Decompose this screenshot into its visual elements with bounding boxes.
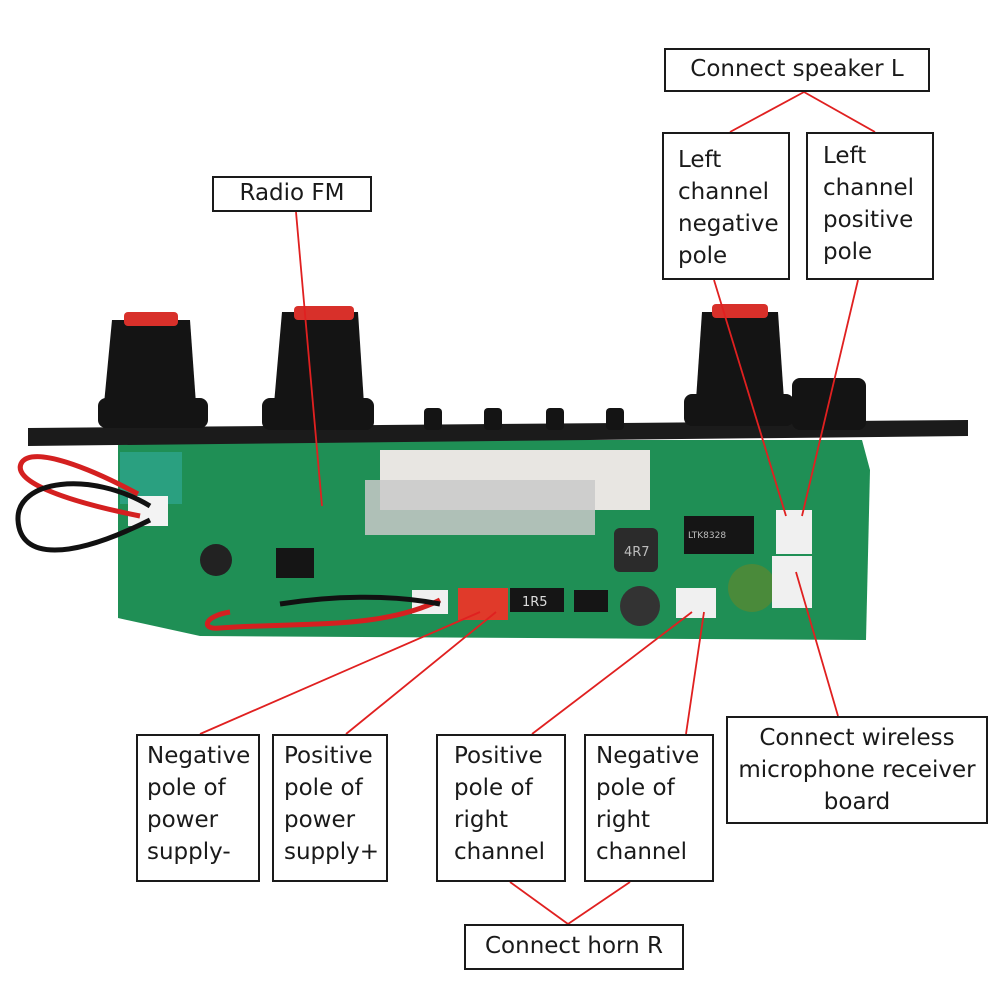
front-panel <box>28 420 968 446</box>
bluetooth-chip <box>276 548 314 578</box>
capacitor-small <box>200 544 232 576</box>
diode <box>574 590 608 612</box>
inductor <box>614 528 658 572</box>
wire-red-bottom <box>205 597 442 631</box>
mic-board-connector <box>772 556 812 608</box>
leader-horn-r-a <box>509 881 569 925</box>
leader-horn-r-b <box>567 881 631 925</box>
label-connect-wireless-microphone: Connect wireless microphone receiver boa… <box>726 716 988 824</box>
label-radio-fm: Radio FM <box>212 176 372 212</box>
tact-buttons <box>424 408 624 430</box>
label-negative-pole-power-supply: Negative pole of power supply- <box>136 734 260 882</box>
capacitor-green <box>728 564 776 612</box>
label-connect-speaker-l: Connect speaker L <box>664 48 930 92</box>
leader-negative-right <box>685 611 705 735</box>
wire-red-left <box>17 454 141 519</box>
label-negative-pole-right-channel: Negative pole of right channel <box>584 734 714 882</box>
leader-wireless-mic <box>795 571 839 717</box>
leader-lines <box>199 91 876 925</box>
volume-knob-left <box>98 312 208 428</box>
ic-audio-marking: LTK8328 <box>688 531 726 541</box>
leader-negative-power <box>199 611 481 735</box>
leader-left-negative <box>713 279 787 517</box>
inductor-marking: 4R7 <box>624 545 650 560</box>
leader-speaker-l-b <box>803 91 876 133</box>
ic-audio <box>684 516 754 554</box>
leader-speaker-l-a <box>729 91 805 133</box>
label-positive-pole-right-channel: Positive pole of right channel <box>436 734 566 882</box>
resistor-marking: 1R5 <box>522 595 548 610</box>
label-connect-horn-r: Connect horn R <box>464 924 684 970</box>
resistor <box>510 588 564 612</box>
wire-black-bottom <box>279 594 441 607</box>
label-positive-pole-power-supply: Positive pole of power supply+ <box>272 734 388 882</box>
board-illustration: LTK8328 4R7 1R5 <box>15 304 968 640</box>
card-slot <box>365 480 595 535</box>
leader-positive-right <box>531 611 693 735</box>
leader-left-positive <box>801 279 859 517</box>
left-speaker-connector <box>776 510 812 554</box>
wire-black-left <box>15 481 152 553</box>
leader-positive-power <box>345 611 497 735</box>
label-left-channel-negative-pole: Left channel negative pole <box>662 132 790 280</box>
label-left-channel-positive-pole: Left channel positive pole <box>806 132 934 280</box>
power-input-connector <box>458 588 508 620</box>
volume-knob-right <box>684 304 794 426</box>
leader-radio-fm <box>295 211 323 507</box>
radio-knob <box>262 306 374 430</box>
capacitor-large <box>620 586 660 626</box>
right-speaker-connector <box>676 588 716 618</box>
